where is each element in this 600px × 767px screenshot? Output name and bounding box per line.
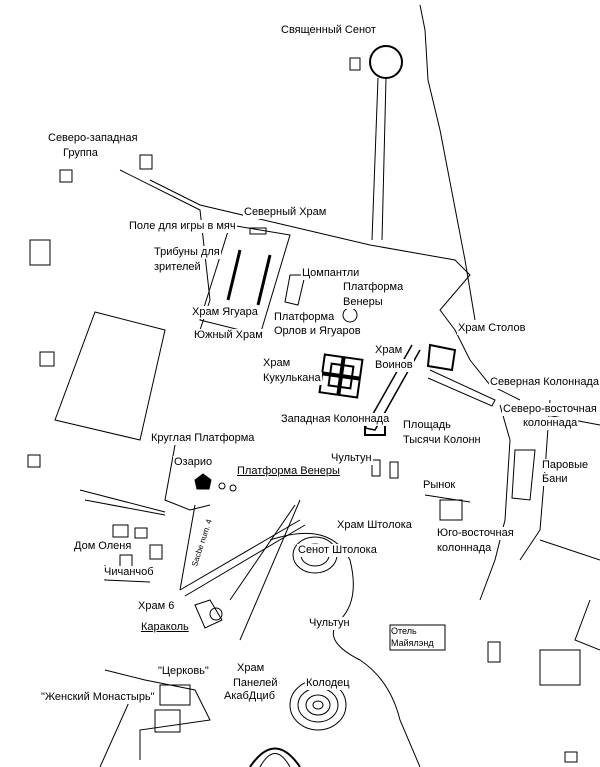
- label-north-temple: Северный Храм: [243, 206, 328, 219]
- label-northwest-group-2: Группа: [62, 147, 99, 160]
- osario-shape: [194, 473, 212, 490]
- label-akabdzib: АкабДциб: [223, 690, 277, 703]
- label-warriors-temple-2: Воинов: [374, 359, 414, 372]
- kukulkan-pyramid-shape: [318, 353, 364, 399]
- label-temple-tables: Храм Столов: [457, 322, 527, 335]
- label-hotel-2: Майялэнд: [391, 638, 434, 648]
- label-ball-court: Поле для игры в мяч: [128, 220, 237, 233]
- label-panels-temple: Храм: [236, 662, 266, 675]
- label-eagles-platform-2: Орлов и Ягуаров: [273, 325, 362, 338]
- label-chichanchob: Чичанчоб: [103, 566, 155, 579]
- label-steam-baths-2: Бани: [541, 473, 569, 486]
- label-south-temple: Южный Храм: [193, 329, 264, 342]
- label-steam-baths: Паровые: [541, 459, 590, 472]
- label-chultun-2: Чультун: [308, 617, 351, 630]
- label-chultun-1: Чультун: [330, 452, 373, 465]
- label-kukulkan: Храм: [262, 357, 292, 370]
- large-enclosure: [54, 311, 166, 441]
- sacred-cenote-shape: [369, 45, 403, 79]
- label-round-platform: Круглая Платформа: [150, 432, 256, 445]
- label-stands: Трибуны для: [153, 246, 221, 259]
- label-well: Колодец: [305, 677, 351, 690]
- label-eagles-platform: Платформа: [273, 311, 336, 324]
- label-thousand-columns: Площадь: [402, 419, 452, 432]
- label-xtoloc-temple: Храм Штолока: [336, 519, 413, 532]
- path-east: [419, 4, 476, 321]
- label-northwest-group: Северо-западная: [47, 132, 139, 145]
- label-kukulkan-2: Кукулькана: [262, 372, 322, 385]
- label-west-colonnade: Западная Колоннада: [280, 413, 391, 426]
- label-xtoloc-cenote: Сенот Штолока: [297, 544, 378, 557]
- label-thousand-columns-2: Тысячи Колонн: [402, 434, 482, 447]
- sacbe-north: [371, 77, 387, 241]
- label-tzompantli: Цомпантли: [301, 267, 361, 280]
- label-panels-temple-2: Панелей: [232, 677, 279, 690]
- label-stands-2: зрителей: [153, 261, 202, 274]
- label-church: "Церковь": [157, 665, 210, 678]
- label-sacred-cenote: Священный Сенот: [280, 24, 377, 37]
- label-market: Рынок: [422, 479, 457, 492]
- label-se-colonnade-2: колоннада: [436, 542, 493, 555]
- label-ne-colonnade-2: колоннада: [522, 417, 579, 430]
- label-nunnery: "Женский Монастырь": [40, 691, 156, 704]
- label-warriors-temple: Храм: [374, 344, 404, 357]
- label-north-colonnade: Северная Колоннада: [489, 376, 600, 389]
- label-jaguar-temple: Храм Ягуара: [191, 306, 259, 319]
- label-se-colonnade: Юго-восточная: [436, 527, 515, 540]
- label-venus-platform-south: Платформа Венеры: [236, 465, 341, 478]
- label-caracol: Караколь: [140, 621, 190, 634]
- label-osario: Озарио: [173, 456, 214, 469]
- label-temple-6: Храм 6: [137, 600, 176, 613]
- label-hotel: Отель: [391, 626, 417, 636]
- label-venus-platform-north-2: Венеры: [342, 296, 384, 309]
- label-deer-house: Дом Оленя: [73, 540, 133, 553]
- label-venus-platform-north: Платформа: [342, 281, 405, 294]
- label-ne-colonnade: Северо-восточная: [502, 403, 598, 416]
